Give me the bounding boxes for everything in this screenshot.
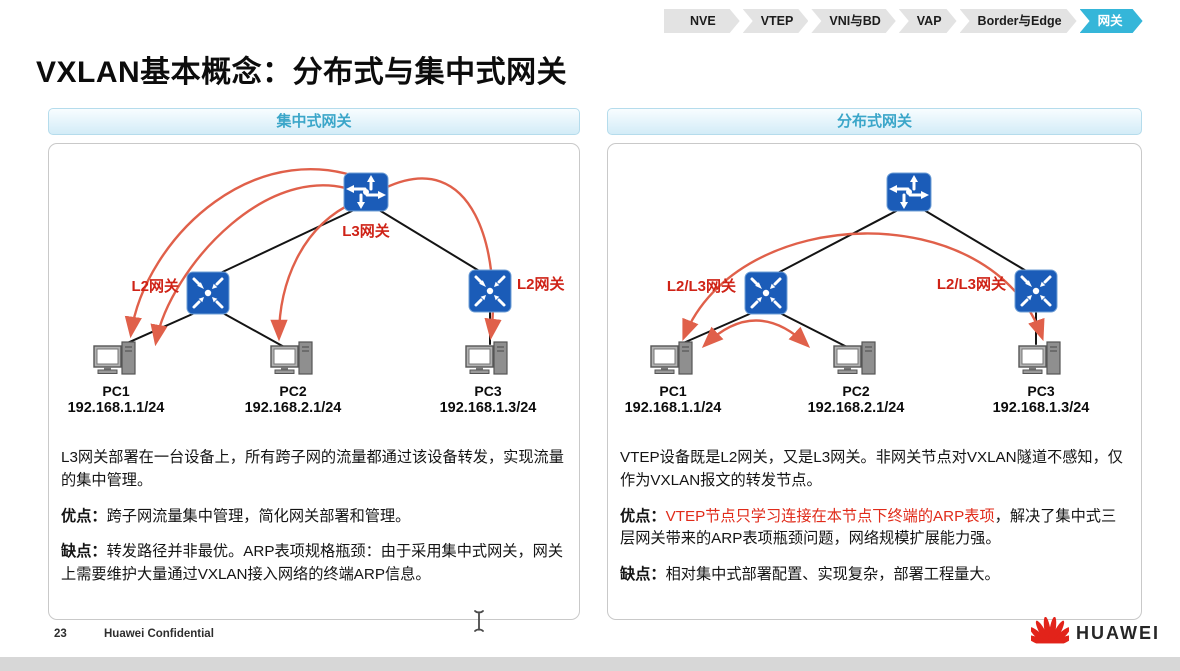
router-icon [886,172,932,217]
pros-highlight: VTEP节点只学习连接在本节点下终端的ARP表项 [665,507,995,525]
distributed-card: L2/L3网关 L2/L3网关 [607,143,1142,620]
huawei-flower-icon [1031,617,1069,649]
panel-header-centralized: 集中式网关 [48,108,580,135]
confidential-label: Huawei Confidential [104,628,214,640]
pc2-name: PC2 [279,383,307,399]
pc1-icon [649,340,697,385]
pc3-ip: 192.168.1.3/24 [992,400,1090,416]
breadcrumb-item-nve[interactable]: NVE [664,9,740,33]
text-cursor-icon [472,609,486,638]
router-icon [343,172,389,217]
vtep-switch-left-label: L2/L3网关 [666,278,736,295]
centralized-card: L3网关 [48,143,580,620]
centralized-cons: 缺点：转发路径并非最优。ARP表项规格瓶颈：由于采用集中式网关，网关上需要维护大… [61,541,566,587]
pros-label: 优点： [620,507,666,525]
breadcrumb: NVE VTEP VNI与BD VAP Border与Edge 网关 [664,9,1143,33]
pc2-icon [832,340,880,385]
panel-header-distributed: 分布式网关 [607,108,1142,135]
vtep-switch-right-label: L2/L3网关 [936,276,1006,293]
distributed-links [680,209,1045,349]
panel-centralized-gateway: 集中式网关 [48,108,580,620]
pc3-name: PC3 [1027,383,1055,399]
pc1-name: PC1 [102,383,130,399]
centralized-text: L3网关部署在一台设备上，所有跨子网的流量都通过该设备转发，实现流量的集中管理。… [61,447,566,600]
cons-label: 缺点： [620,566,666,584]
switch-right-icon [468,269,512,318]
pc1-icon [92,340,140,385]
router-label: L3网关 [342,223,390,240]
pc2-ip: 192.168.2.1/24 [244,400,342,416]
panel-distributed-gateway: 分布式网关 [607,108,1142,620]
centralized-pros: 优点：跨子网流量集中管理，简化网关部署和管理。 [61,506,566,529]
page-title: VXLAN基本概念：分布式与集中式网关 [36,56,568,89]
breadcrumb-item-border-edge[interactable]: Border与Edge [960,9,1077,33]
pros-label: 优点： [61,507,107,525]
pc3-ip: 192.168.1.3/24 [439,400,537,416]
bottom-bar [0,657,1180,671]
pc3-icon [464,340,512,385]
pc2-name: PC2 [842,383,870,399]
centralized-diagram: L3网关 [49,144,579,444]
breadcrumb-item-vap[interactable]: VAP [899,9,957,33]
switch-left-label: L2网关 [131,278,179,295]
cons-text: 相对集中式部署配置、实现复杂，部署工程量大。 [665,566,1000,584]
pc2-ip: 192.168.2.1/24 [807,400,905,416]
distributed-cons: 缺点：相对集中式部署配置、实现复杂，部署工程量大。 [620,564,1128,587]
cons-label: 缺点： [61,543,107,561]
huawei-logo: HUAWEI [1031,617,1160,649]
distributed-text: VTEP设备既是L2网关，又是L3网关。非网关节点对VXLAN隧道不感知，仅作为… [620,447,1128,600]
vtep-switch-right-icon [1014,269,1058,318]
pros-text: 跨子网流量集中管理，简化网关部署和管理。 [106,507,411,525]
pc1-name: PC1 [659,383,687,399]
page-number: 23 [54,628,67,640]
switch-left-icon [186,271,230,320]
distributed-description: VTEP设备既是L2网关，又是L3网关。非网关节点对VXLAN隧道不感知，仅作为… [620,449,1123,489]
cons-text: 转发路径并非最优。ARP表项规格瓶颈：由于采用集中式网关，网关上需要维护大量通过… [61,543,564,584]
vtep-switch-left-icon [744,271,788,320]
distributed-pros: 优点：VTEP节点只学习连接在本节点下终端的ARP表项，解决了集中式三层网关带来… [620,506,1128,552]
pc1-ip: 192.168.1.1/24 [624,400,722,416]
pc3-icon [1017,340,1065,385]
distributed-diagram: L2/L3网关 L2/L3网关 [608,144,1141,444]
pros-rest: ，解决了集中式三层网关带来的ARP表项瓶颈问题，网络规模扩展能力强。 [620,507,1117,548]
breadcrumb-item-vtep[interactable]: VTEP [743,9,809,33]
switch-right-label: L2网关 [517,276,565,293]
breadcrumb-item-vni-bd[interactable]: VNI与BD [811,9,895,33]
pc2-icon [269,340,317,385]
pc3-name: PC3 [474,383,502,399]
huawei-logo-text: HUAWEI [1076,622,1160,643]
pc1-ip: 192.168.1.1/24 [67,400,165,416]
centralized-description: L3网关部署在一台设备上，所有跨子网的流量都通过该设备转发，实现流量的集中管理。 [61,449,564,489]
breadcrumb-item-gateway[interactable]: 网关 [1080,9,1143,33]
